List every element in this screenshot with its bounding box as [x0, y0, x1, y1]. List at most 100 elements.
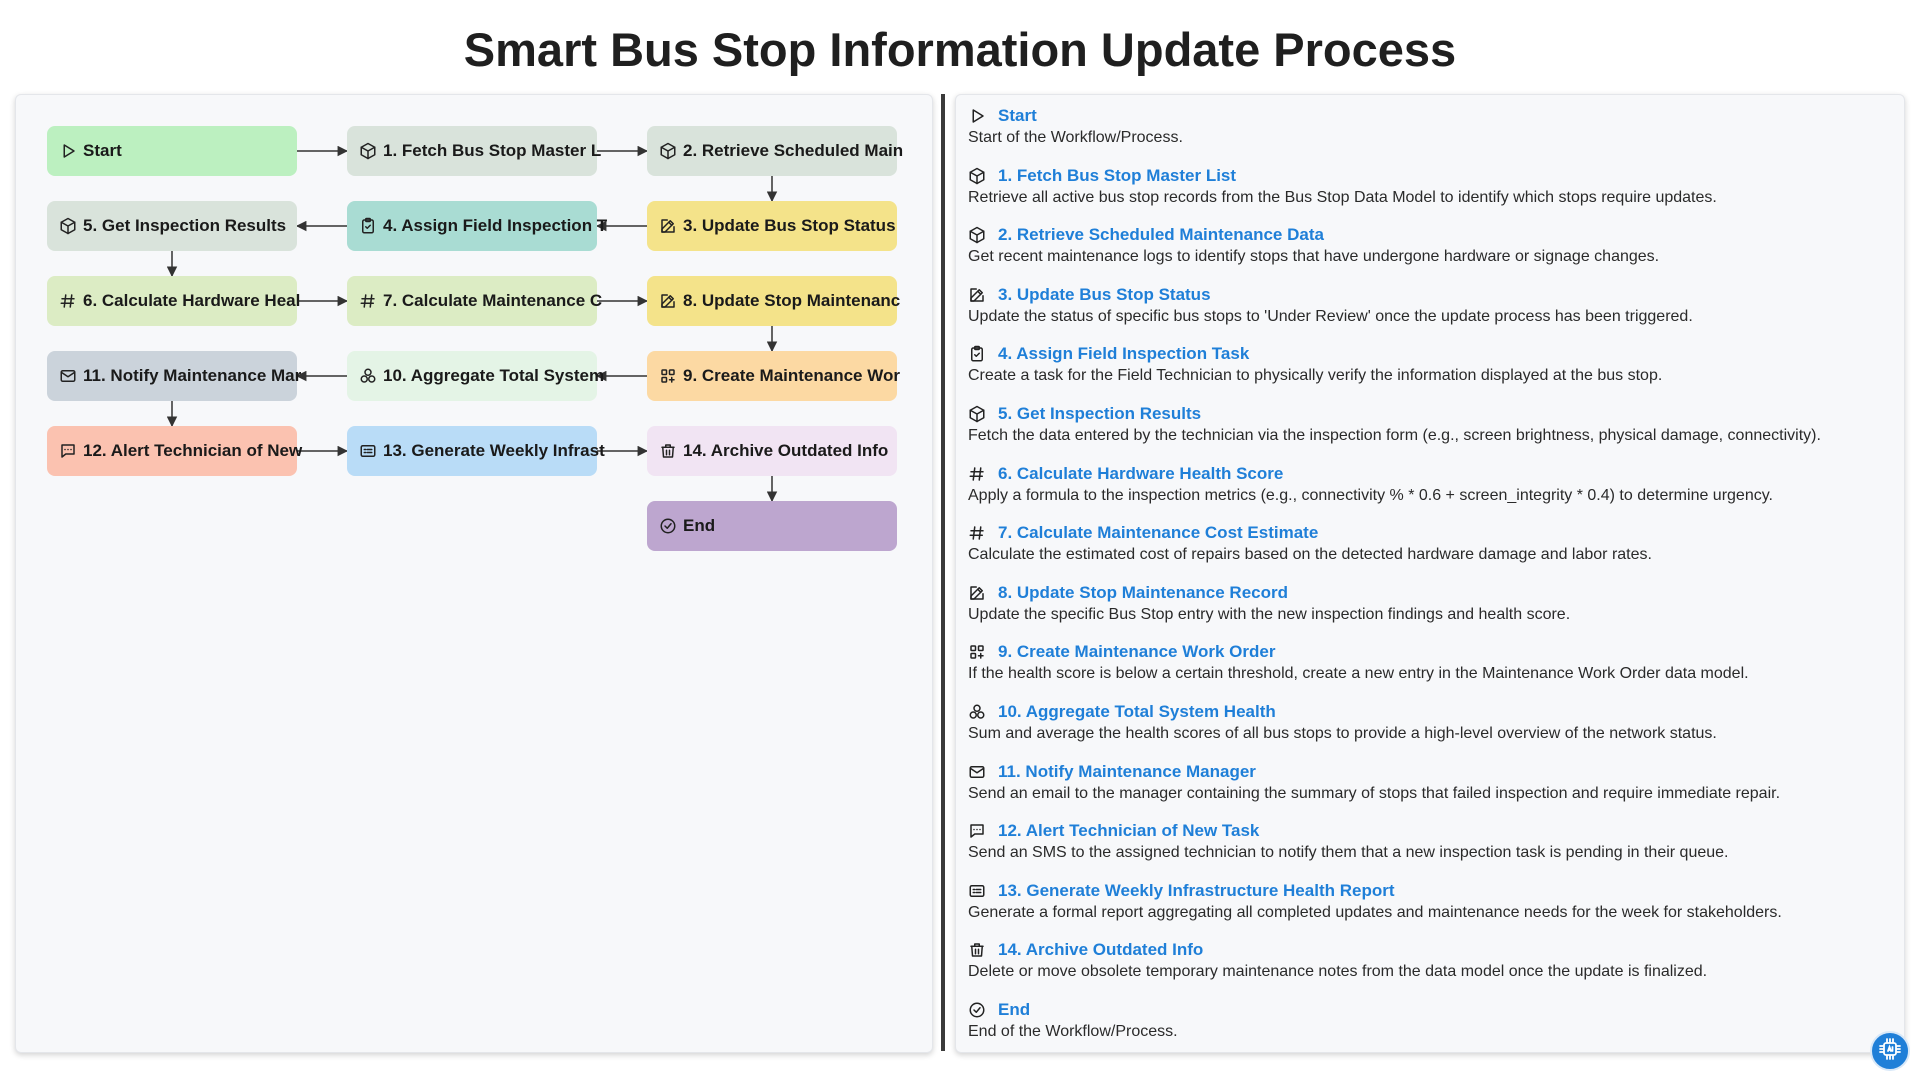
grid-plus-icon [659, 367, 677, 385]
flow-node-label: 10. Aggregate Total System [383, 366, 605, 385]
step-detail-description: Delete or move obsolete temporary mainte… [968, 963, 1708, 981]
flow-node-s4[interactable]: 4. Assign Field Inspection T [347, 201, 607, 251]
step-detail-title[interactable]: Start [998, 106, 1037, 125]
cube-icon [968, 405, 986, 423]
step-detail-title[interactable]: 2. Retrieve Scheduled Maintenance Data [998, 225, 1324, 245]
mail-icon [968, 763, 986, 781]
flow-node-s14[interactable]: 14. Archive Outdated Info [647, 426, 897, 476]
flow-node-label: 12. Alert Technician of New [83, 441, 303, 460]
step-detail-description: Update the status of specific bus stops … [968, 307, 1693, 325]
cube-icon [359, 142, 377, 160]
flow-node-s12[interactable]: 12. Alert Technician of New [47, 426, 302, 476]
edit-icon [968, 286, 986, 304]
flow-node-label: Start [83, 141, 122, 160]
assistant-button[interactable] [1870, 1031, 1910, 1071]
step-detail-title[interactable]: 9. Create Maintenance Work Order [998, 642, 1276, 662]
step-detail-title[interactable]: 14. Archive Outdated Info [998, 940, 1204, 960]
report-icon [359, 442, 377, 460]
step-detail-title[interactable]: 11. Notify Maintenance Manager [998, 761, 1256, 781]
step-detail-title[interactable]: 6. Calculate Hardware Health Score [998, 463, 1284, 483]
clipboard-check-icon [359, 217, 377, 235]
flow-node-label: 7. Calculate Maintenance C [383, 291, 603, 310]
flow-node-start[interactable]: Start [47, 126, 297, 176]
circles-icon [968, 703, 986, 721]
flow-node-label: 5. Get Inspection Results [83, 216, 287, 235]
step-detail-title[interactable]: 5. Get Inspection Results [998, 404, 1202, 423]
step-detail-item: 13. Generate Weekly Infrastructure Healt… [968, 880, 1888, 922]
flow-node-s7[interactable]: 7. Calculate Maintenance C [347, 276, 602, 326]
flow-node-s6[interactable]: 6. Calculate Hardware Heal [47, 276, 301, 326]
flow-node-label: 2. Retrieve Scheduled Main [683, 141, 904, 160]
panel-divider[interactable] [941, 94, 945, 1051]
cube-icon [968, 226, 986, 244]
hash-icon [968, 465, 986, 483]
step-detail-title[interactable]: End [998, 1000, 1031, 1019]
step-detail-item: 9. Create Maintenance Work Order If the h… [968, 641, 1888, 683]
hash-icon [968, 524, 986, 542]
step-detail-description: Send an email to the manager containing … [968, 784, 1781, 802]
circles-icon [359, 367, 377, 385]
step-detail-title[interactable]: 1. Fetch Bus Stop Master List [998, 165, 1237, 185]
flow-node-s13[interactable]: 13. Generate Weekly Infrast [347, 426, 605, 476]
step-detail-description: Calculate the estimated cost of repairs … [968, 546, 1652, 564]
flow-node-label: 4. Assign Field Inspection T [383, 216, 608, 235]
flow-node-label: 11. Notify Maintenance Mar [83, 366, 302, 385]
edit-icon [968, 584, 986, 602]
flowchart-panel: Start 1. Fetch Bus Stop Master L 2. Retrie… [15, 94, 933, 1053]
step-detail-description: Fetch the data entered by the technician… [968, 427, 1821, 444]
step-detail-description: Retrieve all active bus stop records fro… [968, 188, 1717, 206]
flow-node-s8[interactable]: 8. Update Stop Maintenanc [647, 276, 901, 326]
flow-node-s10[interactable]: 10. Aggregate Total System [347, 351, 604, 401]
flow-node-end[interactable]: End [647, 501, 897, 551]
flow-node-s11[interactable]: 11. Notify Maintenance Mar [47, 351, 301, 401]
edit-icon [659, 292, 677, 310]
flow-node-label: 14. Archive Outdated Info [683, 441, 889, 460]
cube-icon [968, 167, 986, 185]
flow-node-label: 3. Update Bus Stop Status [683, 216, 896, 235]
step-detail-title[interactable]: 3. Update Bus Stop Status [998, 284, 1211, 304]
report-icon [968, 882, 986, 900]
step-detail-title[interactable]: 7. Calculate Maintenance Cost Estimate [998, 523, 1319, 543]
flow-node-s2[interactable]: 2. Retrieve Scheduled Main [647, 126, 903, 176]
step-detail-title[interactable]: 8. Update Stop Maintenance Record [998, 582, 1288, 602]
flow-node-label: 13. Generate Weekly Infrast [383, 441, 605, 460]
cube-icon [59, 217, 77, 235]
edit-icon [659, 217, 677, 235]
step-detail-description: Send an SMS to the assigned technician t… [968, 844, 1729, 862]
step-detail-title[interactable]: 12. Alert Technician of New Task [998, 821, 1260, 841]
check-circle-icon [659, 517, 677, 535]
flow-node-s3[interactable]: 3. Update Bus Stop Status [647, 201, 897, 251]
flow-node-s9[interactable]: 9. Create Maintenance Wor [647, 351, 900, 401]
check-circle-icon [968, 1001, 986, 1019]
flow-node-s5[interactable]: 5. Get Inspection Results [47, 201, 297, 251]
flow-node-s1[interactable]: 1. Fetch Bus Stop Master L [347, 126, 601, 176]
flow-node-label: 8. Update Stop Maintenanc [683, 291, 901, 310]
message-icon [968, 822, 986, 840]
step-detail-description: Start of the Workflow/Process. [968, 129, 1183, 146]
step-detail-description: If the health score is below a certain t… [968, 665, 1749, 683]
step-detail-title[interactable]: 10. Aggregate Total System Health [998, 702, 1276, 721]
hash-icon [59, 292, 77, 310]
message-icon [59, 442, 77, 460]
hash-icon [359, 292, 377, 310]
step-detail-description: Create a task for the Field Technician t… [968, 367, 1663, 385]
step-detail-description: End of the Workflow/Process. [968, 1023, 1178, 1040]
flow-node-label: 6. Calculate Hardware Heal [83, 291, 301, 310]
chip-icon [1878, 1037, 1902, 1066]
step-detail-title[interactable]: 13. Generate Weekly Infrastructure Healt… [998, 880, 1395, 900]
step-detail-title[interactable]: 4. Assign Field Inspection Task [998, 344, 1250, 364]
clipboard-check-icon [968, 345, 986, 363]
step-detail-description: Update the specific Bus Stop entry with … [968, 605, 1571, 623]
flow-node-label: 9. Create Maintenance Wor [683, 366, 900, 385]
